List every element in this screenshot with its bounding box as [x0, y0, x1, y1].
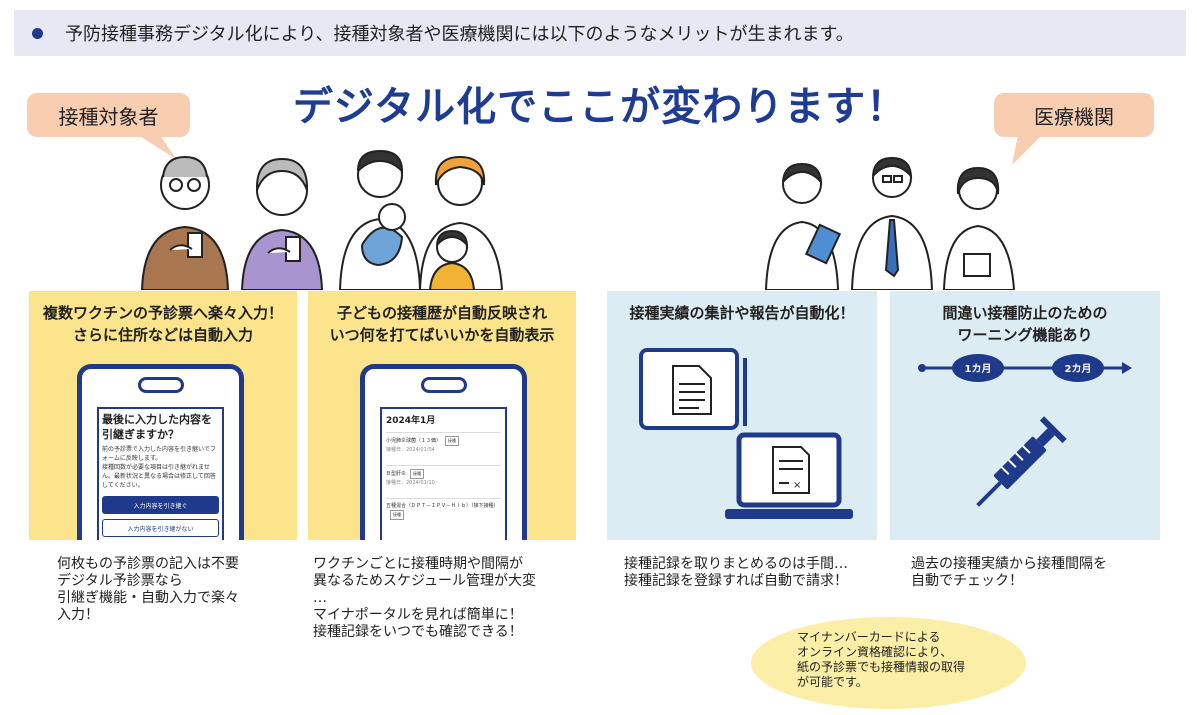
phone-screen: 最後に入力した内容を引継ぎますか？ 前の予診票で入力した内容を引き継いでフォーム…	[97, 407, 224, 540]
panel-warning-function: 間違い接種防止のための ワーニング機能あり 1カ月 2カ月	[890, 291, 1160, 540]
schedule-item-name: 小児肺炎球菌（１３価）	[386, 438, 442, 444]
timeline-label-2: 2カ月	[1064, 364, 1092, 375]
bubble-vaccinees: 接種対象者	[27, 93, 190, 137]
panel-warning-function-title-text: 間違い接種防止のための ワーニング機能あり	[942, 304, 1108, 344]
panel-vaccine-forms-title: 複数ワクチンの予診票へ楽々入力！ さらに住所などは自動入力	[29, 302, 297, 346]
panel-automated-reporting-description: 接種記録を取りまとめるのは手間… 接種記録を登録すれば自動で請求！	[624, 556, 848, 589]
smartphone-schedule: 2024年1月 小児肺炎球菌（１３価）接種 接種日：2024/01/04 Ｂ型肝…	[360, 364, 527, 540]
panel-vaccine-forms: 複数ワクチンの予診票へ楽々入力！ さらに住所などは自動入力 最後に入力した内容を…	[29, 291, 297, 540]
schedule-item-tag: 接種	[390, 510, 404, 520]
carryover-body: 前の予診票で入力した内容を引き継いでフォームに反映します。 接種回数が必要な項目…	[102, 446, 216, 489]
note-oval	[751, 617, 1026, 709]
schedule-item-name: 五種混合（ＤＰＴ－ＩＰＶ－Ｈｉｂ）（接下接種）	[386, 503, 499, 509]
schedule-item-date: 接種日：2024/01/04	[386, 447, 435, 453]
schedule-month: 2024年1月	[386, 416, 436, 426]
panel-vaccine-forms-description: 何枚もの予診票の記入は不要 デジタル予診票なら 引継ぎ機能・自動入力で楽々 入力…	[57, 556, 239, 623]
schedule-item-name: Ｂ型肝炎	[386, 471, 407, 477]
phone-speaker-icon	[137, 377, 184, 393]
tablet-document-icon	[639, 348, 747, 430]
schedule-item[interactable]: 五種混合（ＤＰＴ－ＩＰＶ－Ｈｉｂ）（接下接種）接種	[386, 498, 501, 528]
schedule-item-date: 接種日：2024/01/10	[386, 480, 435, 486]
phone-speaker-icon	[420, 377, 467, 393]
laptop-invoice-icon: ×	[725, 432, 853, 519]
schedule-item-tag: 接種	[445, 436, 460, 446]
panel-vaccination-history-description: ワクチンごとに接種時期や間隔が 異なるためスケジュール管理が大変 … マイナポー…	[313, 556, 537, 640]
timeline-label-1: 1カ月	[964, 364, 992, 375]
medical-staff-illustration-icon	[764, 156, 1016, 290]
vaccinees-illustration-icon	[140, 149, 504, 290]
carryover-heading: 最後に入力した内容を引継ぎますか？	[102, 413, 212, 441]
online-qualification-note: マイナンバーカードによる オンライン資格確認により、 紙の予診票でも接種情報の取…	[797, 630, 966, 689]
interval-timeline	[918, 354, 1132, 382]
schedule-item[interactable]: 小児肺炎球菌（１３価）接種 接種日：2024/01/04	[386, 432, 501, 462]
bubble-tail-right-icon	[1012, 135, 1042, 165]
schedule-item-tag: 接種	[410, 469, 425, 479]
carryover-no-button[interactable]: 入力内容を引き継がない	[102, 519, 219, 537]
intro-banner: 予防接種事務デジタル化により、接種対象者や医療機関には以下のようなメリットが生ま…	[14, 10, 1186, 56]
intro-text: 予防接種事務デジタル化により、接種対象者や医療機関には以下のようなメリットが生ま…	[65, 24, 854, 45]
smartphone-form: 最後に入力した内容を引継ぎますか？ 前の予診票で入力した内容を引き継いでフォーム…	[77, 364, 244, 540]
panel-warning-function-description: 過去の接種実績から接種間隔を 自動でチェック！	[911, 556, 1107, 589]
panel-automated-reporting-title-text: 接種実績の集計や報告が自動化！	[629, 304, 855, 322]
svg-text:×: ×	[793, 480, 801, 491]
carryover-yes-button[interactable]: 入力内容を引き継ぐ	[102, 496, 219, 514]
syringe-icon	[976, 416, 1067, 507]
panel-automated-reporting: 接種実績の集計や報告が自動化！ ×	[607, 291, 877, 540]
schedule-item[interactable]: Ｂ型肝炎接種 接種日：2024/01/10	[386, 465, 501, 495]
bubble-medical-label: 医療機関	[1034, 104, 1114, 129]
panel-vaccination-history-title: 子どもの接種歴が自動反映され いつ何を打てばいいかを自動表示	[308, 302, 576, 346]
page-headline: デジタル化でここが変わります！	[292, 84, 908, 130]
bubble-tail-left-icon	[138, 135, 176, 159]
panel-vaccination-history-title-text: 子どもの接種歴が自動反映され いつ何を打てばいいかを自動表示	[329, 304, 555, 344]
panel-warning-function-title: 間違い接種防止のための ワーニング機能あり	[890, 302, 1160, 346]
phone-screen: 2024年1月 小児肺炎球菌（１３価）接種 接種日：2024/01/04 Ｂ型肝…	[380, 407, 507, 540]
panel-vaccine-forms-title-text: 複数ワクチンの予診票へ楽々入力！ さらに住所などは自動入力	[42, 304, 283, 344]
bullet-icon	[32, 27, 43, 39]
panel-vaccination-history: 子どもの接種歴が自動反映され いつ何を打てばいいかを自動表示 2024年1月 小…	[308, 291, 576, 540]
bubble-medical: 医療機関	[994, 93, 1154, 137]
panel-automated-reporting-title: 接種実績の集計や報告が自動化！	[607, 302, 877, 324]
bubble-vaccinees-label: 接種対象者	[58, 104, 159, 129]
